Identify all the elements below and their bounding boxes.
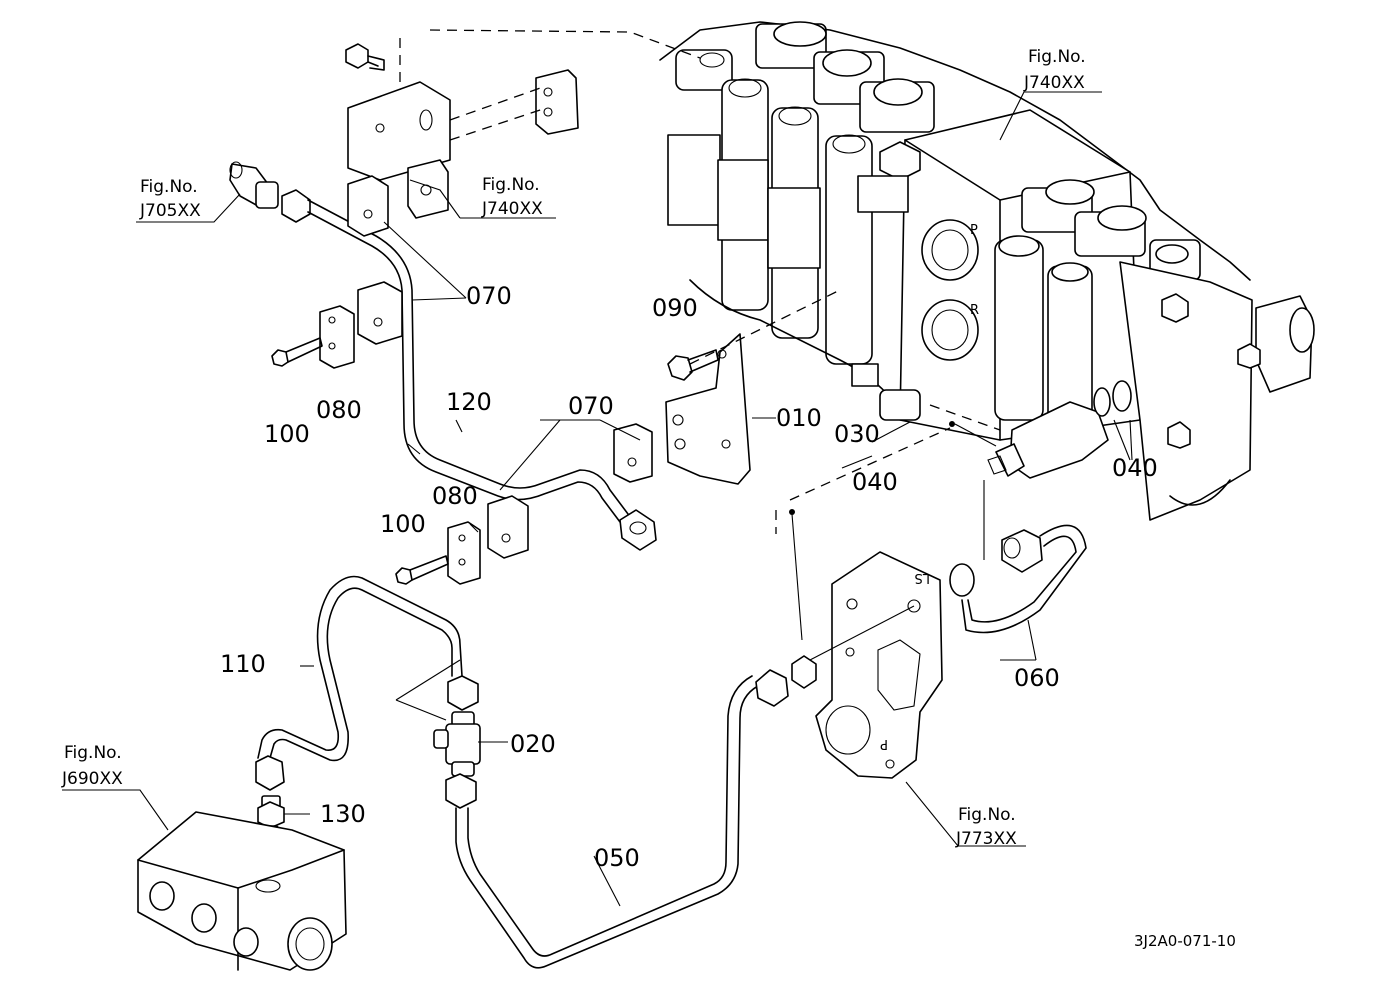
part-labels: 010 020 030 040 040 050 060 070 070 080 … [220,282,1158,872]
label-100-b: 100 [380,510,426,538]
port-r-mark: R [970,303,979,318]
label-090: 090 [652,294,698,322]
bracket-010 [665,289,841,485]
relief-valve-030 [775,380,1132,641]
label-060: 060 [1014,664,1060,692]
label-100-a: 100 [264,420,310,448]
fig-ref-j705-line2: J705XX [139,201,201,221]
control-valve-assembly: P R [429,21,1315,521]
figure-references: Fig.No. J705XX Fig.No. J740XX Fig.No. J7… [61,47,1086,849]
label-030: 030 [834,420,880,448]
fig-ref-j773-line1: Fig.No. [958,805,1016,825]
label-080-a: 080 [316,396,362,424]
p-mark: P [880,736,888,751]
fig-ref-j740-mid-line1: Fig.No. [482,175,540,195]
fig-ref-j690-line2: J690XX [61,769,123,789]
label-040-b: 040 [852,468,898,496]
clamp-blocks-070-upper [271,175,403,369]
leader-lines [62,91,1133,907]
pipe-120 [281,189,657,551]
label-040-a: 040 [1112,454,1158,482]
pipe-050 [445,669,789,969]
fig-ref-j740-top-line1: Fig.No. [1028,47,1086,67]
pipe-110 [255,575,463,791]
ls-bracket: LS P [791,551,943,779]
upper-bracket [345,38,579,219]
label-020: 020 [510,730,556,758]
label-070-b: 070 [568,392,614,420]
drawing-code: 3J2A0-071-10 [1134,932,1236,950]
label-120: 120 [446,388,492,416]
hose-060 [949,480,1087,634]
label-130: 130 [320,800,366,828]
label-010: 010 [776,404,822,432]
manifold-block [137,811,347,971]
tee-fitting-020 [433,675,508,777]
label-110: 110 [220,650,266,678]
fig-ref-j705-line1: Fig.No. [140,177,198,197]
label-070-a: 070 [466,282,512,310]
fig-ref-j773-line2: J773XX [955,829,1017,849]
fig-ref-j690-line1: Fig.No. [64,743,122,763]
label-080-b: 080 [432,482,478,510]
fig-ref-j740-top-line2: J740XX [1023,73,1085,93]
port-p-mark: P [970,223,978,238]
ls-mark: LS [915,570,931,585]
elbow-fitting [229,161,279,209]
label-050: 050 [594,844,640,872]
clamp-blocks-070-lower [395,423,653,585]
fig-ref-j740-mid-line2: J740XX [481,199,543,219]
